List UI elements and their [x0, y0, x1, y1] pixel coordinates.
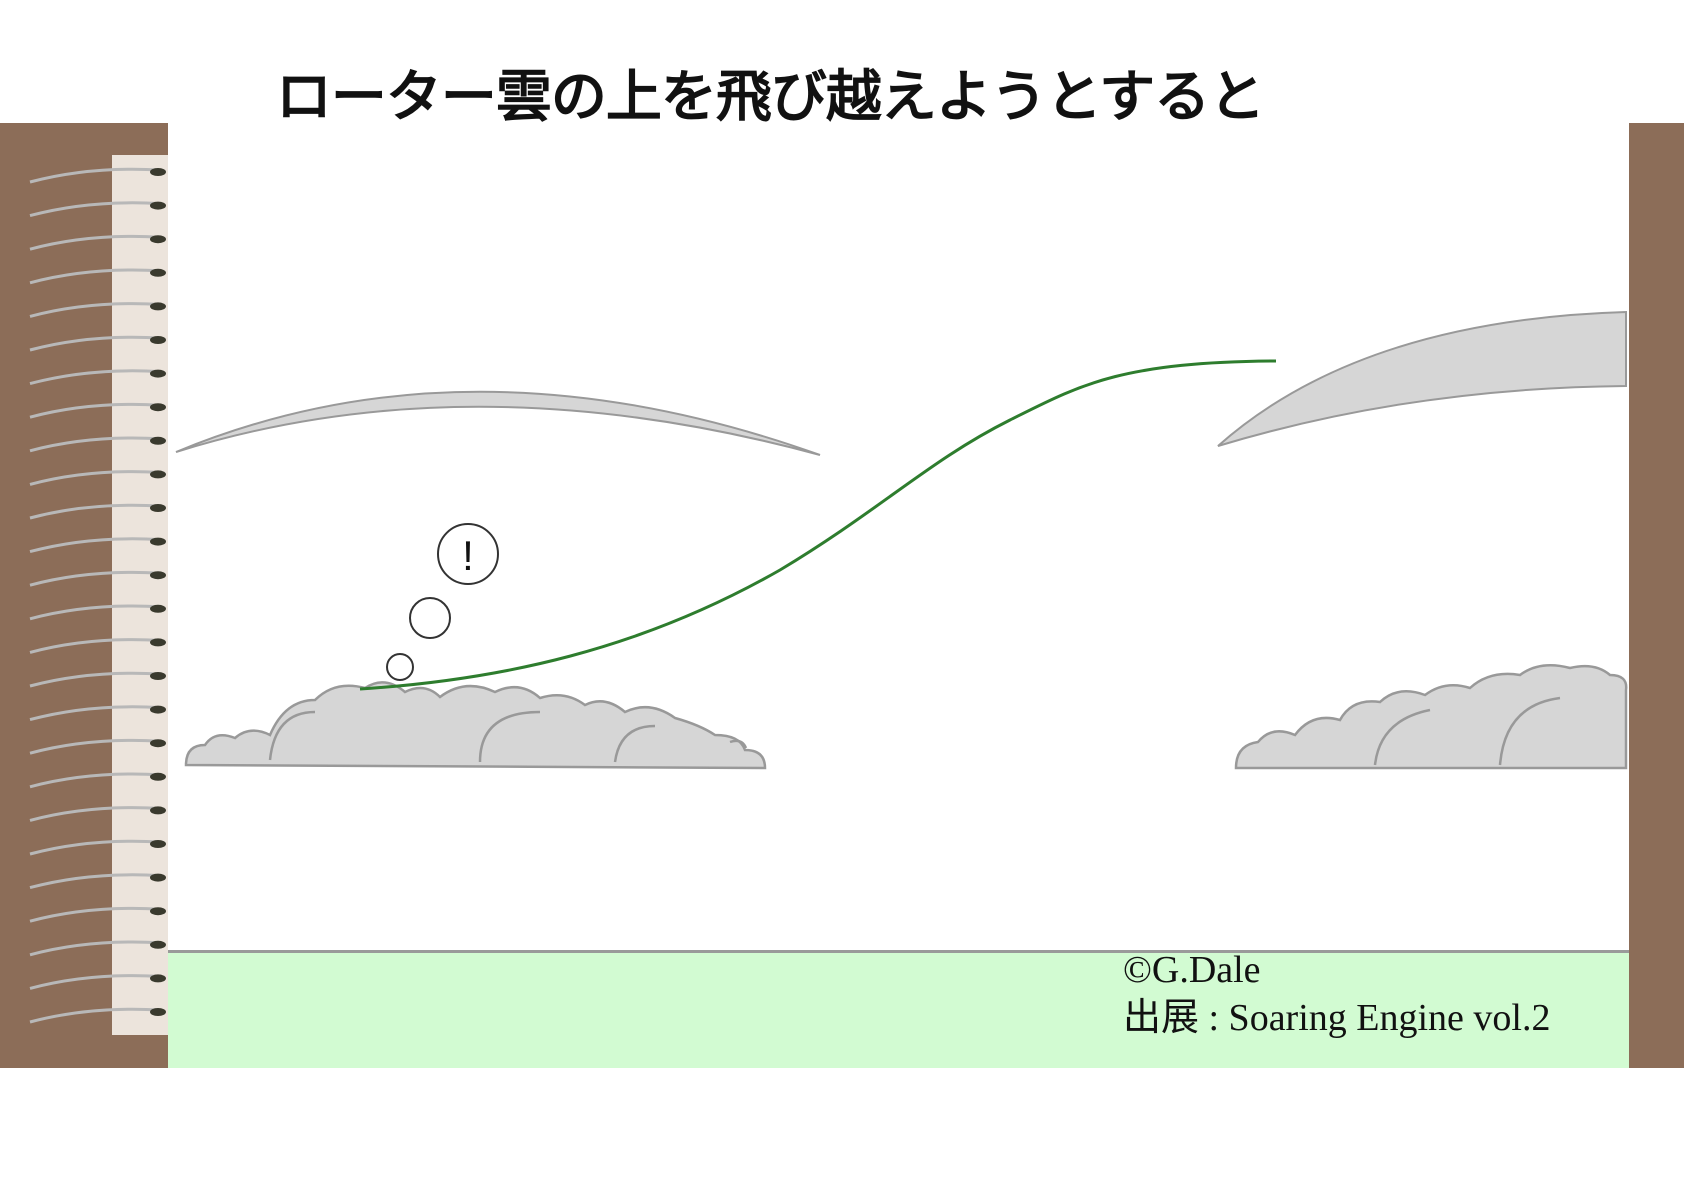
- spiral-ring: [30, 875, 160, 888]
- spiral-ring: [30, 169, 160, 182]
- binding-hole: [150, 706, 166, 714]
- copyright-text: ©G.Dale: [1123, 946, 1550, 994]
- spiral-ring: [30, 539, 160, 552]
- spiral-ring: [30, 606, 160, 619]
- binding-hole: [150, 302, 166, 310]
- spiral-ring: [30, 371, 160, 384]
- spiral-ring: [30, 976, 160, 989]
- spiral-ring: [30, 472, 160, 485]
- spiral-ring: [30, 908, 160, 921]
- spiral-ring: [30, 640, 160, 653]
- binding-hole: [150, 907, 166, 915]
- spiral-ring: [30, 572, 160, 585]
- spiral-ring: [30, 774, 160, 787]
- binding-hole: [150, 638, 166, 646]
- spiral-ring: [30, 438, 160, 451]
- spiral-ring: [30, 404, 160, 417]
- spiral-ring: [30, 673, 160, 686]
- binding-hole: [150, 370, 166, 378]
- rotor-cloud-left: [186, 682, 765, 768]
- spiral-ring: [30, 942, 160, 955]
- binding-hole: [150, 336, 166, 344]
- binding-hole: [150, 470, 166, 478]
- rotor-cloud-right: [1236, 665, 1626, 768]
- binding-hole: [150, 403, 166, 411]
- glider-flight-path: [360, 361, 1276, 689]
- binding-hole: [150, 974, 166, 982]
- binding-hole: [150, 605, 166, 613]
- spiral-ring: [30, 270, 160, 283]
- spiral-ring: [30, 236, 160, 249]
- spiral-ring: [30, 304, 160, 317]
- binding-hole: [150, 571, 166, 579]
- spiral-ring: [30, 841, 160, 854]
- binding-hole: [150, 806, 166, 814]
- binding-hole: [150, 235, 166, 243]
- spiral-ring: [30, 203, 160, 216]
- exclamation-mark: !: [462, 532, 474, 579]
- binding-hole: [150, 941, 166, 949]
- binding-hole: [150, 874, 166, 882]
- binding-hole: [150, 538, 166, 546]
- thought-bubble-small: [387, 654, 413, 680]
- binding-hole: [150, 773, 166, 781]
- lenticular-cloud-left: [176, 392, 820, 455]
- binding-hole: [150, 672, 166, 680]
- credit-block: ©G.Dale 出展 : Soaring Engine vol.2: [1123, 946, 1550, 1042]
- spiral-ring: [30, 740, 160, 753]
- binding-hole: [150, 739, 166, 747]
- binding-hole: [150, 1008, 166, 1016]
- binding-hole: [150, 168, 166, 176]
- spiral-ring: [30, 808, 160, 821]
- page-title: ローター雲の上を飛び越えようとすると: [0, 52, 1540, 133]
- thought-bubble-medium: [410, 598, 450, 638]
- spiral-ring: [30, 505, 160, 518]
- spiral-ring: [30, 337, 160, 350]
- spiral-ring: [30, 707, 160, 720]
- binding-hole: [150, 504, 166, 512]
- lenticular-cloud-right: [1218, 312, 1626, 446]
- spiral-rings: [30, 168, 166, 1022]
- binding-hole: [150, 840, 166, 848]
- spiral-ring: [30, 1009, 160, 1022]
- binding-hole: [150, 202, 166, 210]
- binding-hole: [150, 437, 166, 445]
- source-text: 出展 : Soaring Engine vol.2: [1123, 994, 1550, 1042]
- binding-hole: [150, 269, 166, 277]
